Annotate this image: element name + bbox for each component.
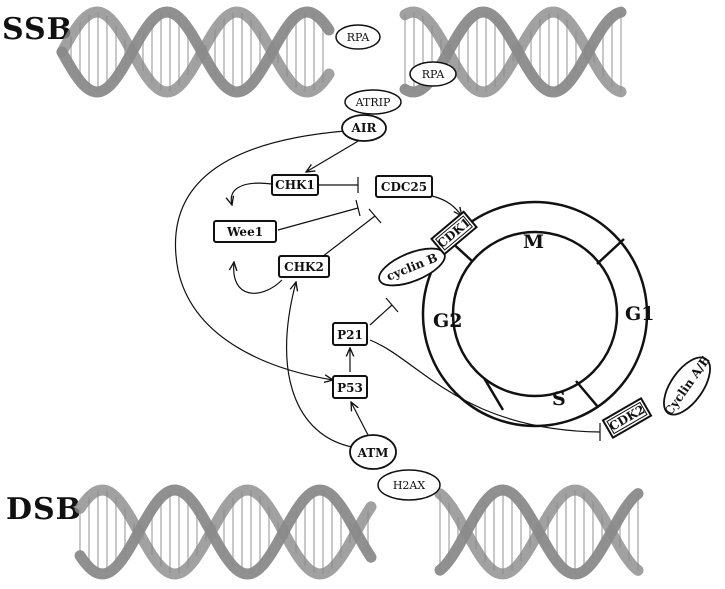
node-cdc25: CDC25 [375, 175, 433, 198]
dna-helices [56, 6, 644, 580]
ellipse-nodes: RPA RPA ATRIP AIR cyclin B ATM H2AX Cyc [335, 24, 713, 501]
edge-cdc25-cdk1 [431, 195, 462, 216]
edge-chk2-wee1 [234, 262, 283, 294]
svg-text:H2AX: H2AX [393, 479, 426, 492]
cell-cycle-ring: M G1 S G2 [421, 200, 654, 428]
connectors [174, 130, 601, 449]
node-h2ax: H2AX [377, 469, 441, 501]
box-nodes: CHK1 CDC25 Wee1 CHK2 CDK1 P21 P53 [213, 174, 653, 440]
edge-chk2-inhibit [317, 215, 376, 261]
svg-text:RPA: RPA [422, 68, 446, 81]
node-chk2: CHK2 [278, 255, 330, 278]
node-air: AIR [341, 114, 387, 142]
node-p21: P21 [332, 322, 368, 346]
edge-p21-cdk2 [369, 339, 601, 433]
node-rpa-2: RPA [409, 61, 457, 87]
node-cyclin-ae: Cyclin A/E [662, 354, 713, 418]
svg-text:AIR: AIR [351, 121, 378, 135]
edge-air-chk1 [306, 139, 361, 172]
edge-air-p53 [174, 130, 346, 380]
dsb-label: DSB [6, 492, 83, 527]
edge-chk1-wee1 [231, 182, 273, 205]
svg-text:Wee1: Wee1 [226, 225, 263, 239]
edge-atm-chk2 [285, 282, 359, 449]
dna-helix-dsb-left [74, 484, 377, 580]
node-atm: ATM [349, 434, 397, 470]
svg-text:P21: P21 [337, 328, 363, 342]
svg-text:ATRIP: ATRIP [355, 96, 391, 109]
dna-helix-dsb-right [434, 484, 644, 580]
node-p53: P53 [332, 375, 368, 399]
dna-helix-ssb-left [56, 6, 335, 98]
node-wee1: Wee1 [213, 220, 277, 243]
svg-text:RPA: RPA [347, 31, 371, 44]
node-atrip: ATRIP [344, 89, 402, 115]
phase-g1: G1 [625, 303, 654, 325]
edge-p21-cyclinb [369, 304, 393, 326]
node-chk1: CHK1 [271, 174, 319, 196]
svg-text:CHK2: CHK2 [284, 260, 324, 274]
phase-m: M [523, 231, 544, 253]
svg-text:P53: P53 [337, 381, 363, 395]
node-rpa-1: RPA [335, 24, 381, 50]
ssb-label: SSB [2, 12, 74, 47]
phase-s: S [552, 388, 566, 410]
edge-atm-p53 [351, 402, 369, 436]
phase-g2: G2 [433, 310, 462, 332]
svg-text:CDC25: CDC25 [381, 180, 427, 194]
svg-text:ATM: ATM [357, 446, 389, 460]
node-cdk2: CDK2 [601, 396, 653, 440]
svg-text:CHK1: CHK1 [275, 178, 315, 192]
dna-helix-ssb-right [399, 6, 627, 98]
edge-wee1-inhibit [277, 207, 359, 231]
